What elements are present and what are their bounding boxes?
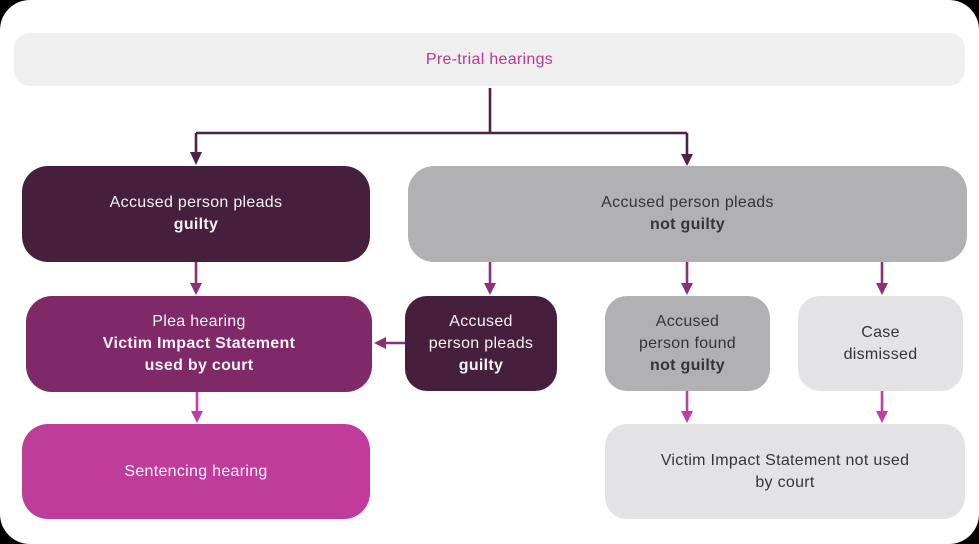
node-pleads-not-guilty-line2: not guilty	[650, 216, 725, 233]
arrowhead-to-case-dismissed	[876, 283, 888, 295]
arrowhead-to-pleads-guilty	[190, 152, 202, 165]
node-pretrial-hearings-label: Pre-trial hearings	[425, 50, 554, 68]
arrowhead-found-to-vis	[681, 411, 693, 423]
node-found-not-guilty-line1: Accused	[655, 312, 720, 330]
node-vis-not-used-line2: by court	[755, 473, 815, 491]
node-case-dismissed-line1: Case	[861, 323, 900, 341]
node-pleads-guilty-late-line2: person pleads	[428, 334, 534, 352]
node-pleads-not-guilty-line1: Accused person pleads	[601, 194, 774, 211]
arrowhead-to-sentencing	[191, 411, 203, 423]
node-pleads-guilty-line1: Accused person pleads	[109, 194, 283, 211]
node-found-not-guilty-line2: person found	[638, 334, 736, 352]
node-sentencing-hearing: Sentencing hearing	[22, 424, 370, 519]
node-pleads-guilty-line2: guilty	[173, 216, 219, 233]
node-sentencing-hearing-label: Sentencing hearing	[124, 462, 268, 480]
node-plea-hearing-line2: Victim Impact Statement	[102, 335, 296, 352]
node-case-dismissed: Case dismissed	[798, 296, 963, 391]
node-pleads-guilty-late-line1: Accused	[449, 312, 513, 330]
node-vis-not-used: Victim Impact Statement not used by cour…	[605, 424, 965, 519]
arrowhead-to-late-guilty	[484, 283, 496, 295]
node-pleads-not-guilty: Accused person pleads not guilty	[408, 166, 967, 262]
arrowhead-to-plea-hearing	[190, 283, 202, 295]
node-pleads-guilty-late: Accused person pleads guilty	[405, 296, 557, 391]
arrowhead-to-pleads-not-guilty	[681, 154, 693, 166]
node-vis-not-used-line1: Victim Impact Statement not used	[660, 451, 910, 469]
node-pretrial-hearings: Pre-trial hearings	[14, 33, 965, 86]
node-pleads-guilty: Accused person pleads guilty	[22, 166, 370, 262]
node-plea-hearing-line3: used by court	[144, 357, 254, 374]
node-case-dismissed-line2: dismissed	[843, 345, 918, 363]
node-plea-hearing: Plea hearing Victim Impact Statement use…	[26, 296, 372, 392]
arrowhead-dismissed-to-vis	[876, 411, 888, 423]
node-pleads-guilty-late-line3: guilty	[458, 356, 504, 374]
node-plea-hearing-line1: Plea hearing	[152, 313, 246, 330]
arrowhead-to-found-not-guilty	[681, 283, 693, 295]
arrowhead-left-to-plea-hearing	[374, 337, 386, 349]
node-found-not-guilty-line3: not guilty	[650, 356, 725, 374]
node-found-not-guilty: Accused person found not guilty	[605, 296, 770, 391]
connector-pretrial-split	[194, 88, 689, 155]
